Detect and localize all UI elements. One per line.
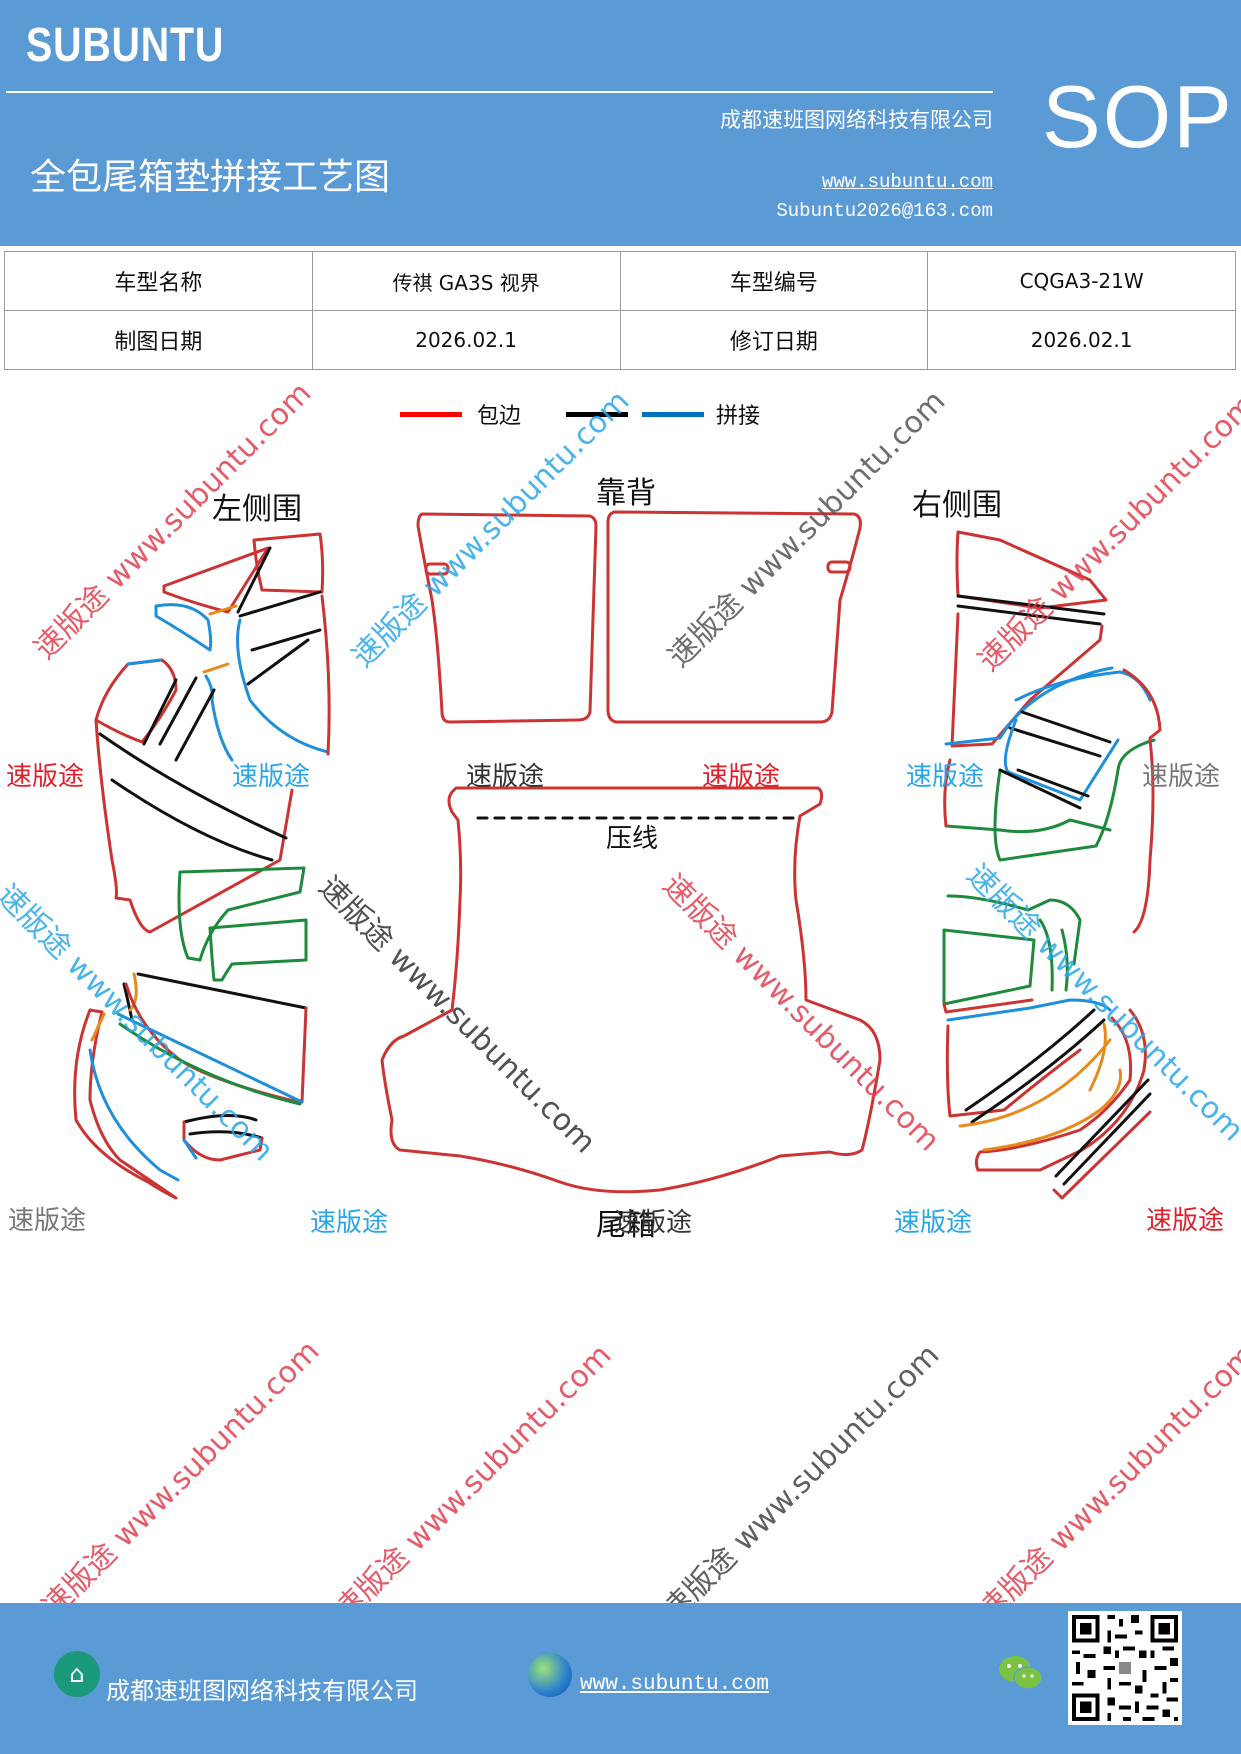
footer-band: ⌂ 成都速班图网络科技有限公司 www.subuntu.com <box>0 1603 1241 1754</box>
label-right-side: 右侧围 <box>912 488 1002 523</box>
watermark: 速版途 <box>614 1208 693 1238</box>
wechat-icon[interactable] <box>996 1653 1044 1693</box>
vehicle-info-table: 车型名称 传祺 GA3S 视界 车型编号 CQGA3-21W 制图日期 2026… <box>4 251 1236 370</box>
legend-swatch-blue <box>642 412 704 417</box>
globe-icon <box>528 1653 572 1697</box>
table-cell: 车型名称 <box>4 251 313 311</box>
table-cell: 2026.02.1 <box>927 310 1236 370</box>
home-icon: ⌂ <box>54 1651 100 1697</box>
legend-label-edge: 包边 <box>477 404 522 429</box>
backrest-panels <box>416 510 862 724</box>
backrest-left-panel <box>416 512 598 724</box>
trunk-floor-outline <box>380 786 882 1194</box>
qr-code <box>1068 1611 1182 1725</box>
line-legend: 包边 拼接 <box>400 404 820 444</box>
watermark: 速版途 <box>702 762 781 792</box>
left-side-panels <box>73 532 331 1200</box>
table-row: 车型名称 传祺 GA3S 视界 车型编号 CQGA3-21W <box>4 251 1236 311</box>
header-band: SUBUNTU SOP 成都速班图网络科技有限公司 全包尾箱垫拼接工艺图 www… <box>0 0 1241 246</box>
label-trunk: 尾箱 <box>596 1208 656 1243</box>
table-cell: 修订日期 <box>619 310 929 370</box>
watermark: 速版途 <box>232 762 311 792</box>
watermark: 速版途 <box>906 762 985 792</box>
doc-type-label: SOP <box>1042 67 1234 166</box>
watermark: 速版途 <box>894 1208 973 1238</box>
header-divider <box>6 91 993 93</box>
footer-company: 成都速班图网络科技有限公司 <box>106 1677 418 1705</box>
backrest-left-slot <box>424 562 450 576</box>
brand-logo: SUBUNTU <box>26 19 225 72</box>
table-cell: 2026.02.1 <box>311 310 621 370</box>
legend-swatch-red <box>400 412 462 417</box>
watermark: 速版途 <box>466 762 545 792</box>
email-address: Subuntu2026@163.com <box>776 200 993 222</box>
table-cell: 车型编号 <box>619 251 929 311</box>
label-crease: 压线 <box>606 824 659 854</box>
right-side-panels <box>942 530 1162 1200</box>
legend-swatch-black <box>566 412 628 417</box>
table-row: 制图日期 2026.02.1 修订日期 2026.02.1 <box>4 310 1236 370</box>
label-left-side: 左侧围 <box>212 492 302 527</box>
page-title: 全包尾箱垫拼接工艺图 <box>30 157 391 198</box>
table-cell: 传祺 GA3S 视界 <box>311 251 621 311</box>
label-backrest: 靠背 <box>596 476 656 511</box>
table-cell: 制图日期 <box>4 310 313 370</box>
backrest-right-panel <box>606 510 862 724</box>
table-cell: CQGA3-21W <box>927 251 1236 311</box>
watermark: 速版途 <box>6 762 85 792</box>
watermark: 速版途 <box>1142 762 1221 792</box>
backrest-right-slot <box>826 560 852 574</box>
footer-website-link[interactable]: www.subuntu.com <box>580 1673 770 1696</box>
watermark: 速版途 <box>310 1208 389 1238</box>
watermark: 速版途 <box>8 1206 87 1236</box>
company-name: 成都速班图网络科技有限公司 <box>720 108 993 132</box>
website-link[interactable]: www.subuntu.com <box>821 171 993 193</box>
trunk-floor-panel <box>380 786 882 1194</box>
watermark: 速版途 <box>1146 1206 1225 1236</box>
legend-label-splice: 拼接 <box>716 404 761 429</box>
